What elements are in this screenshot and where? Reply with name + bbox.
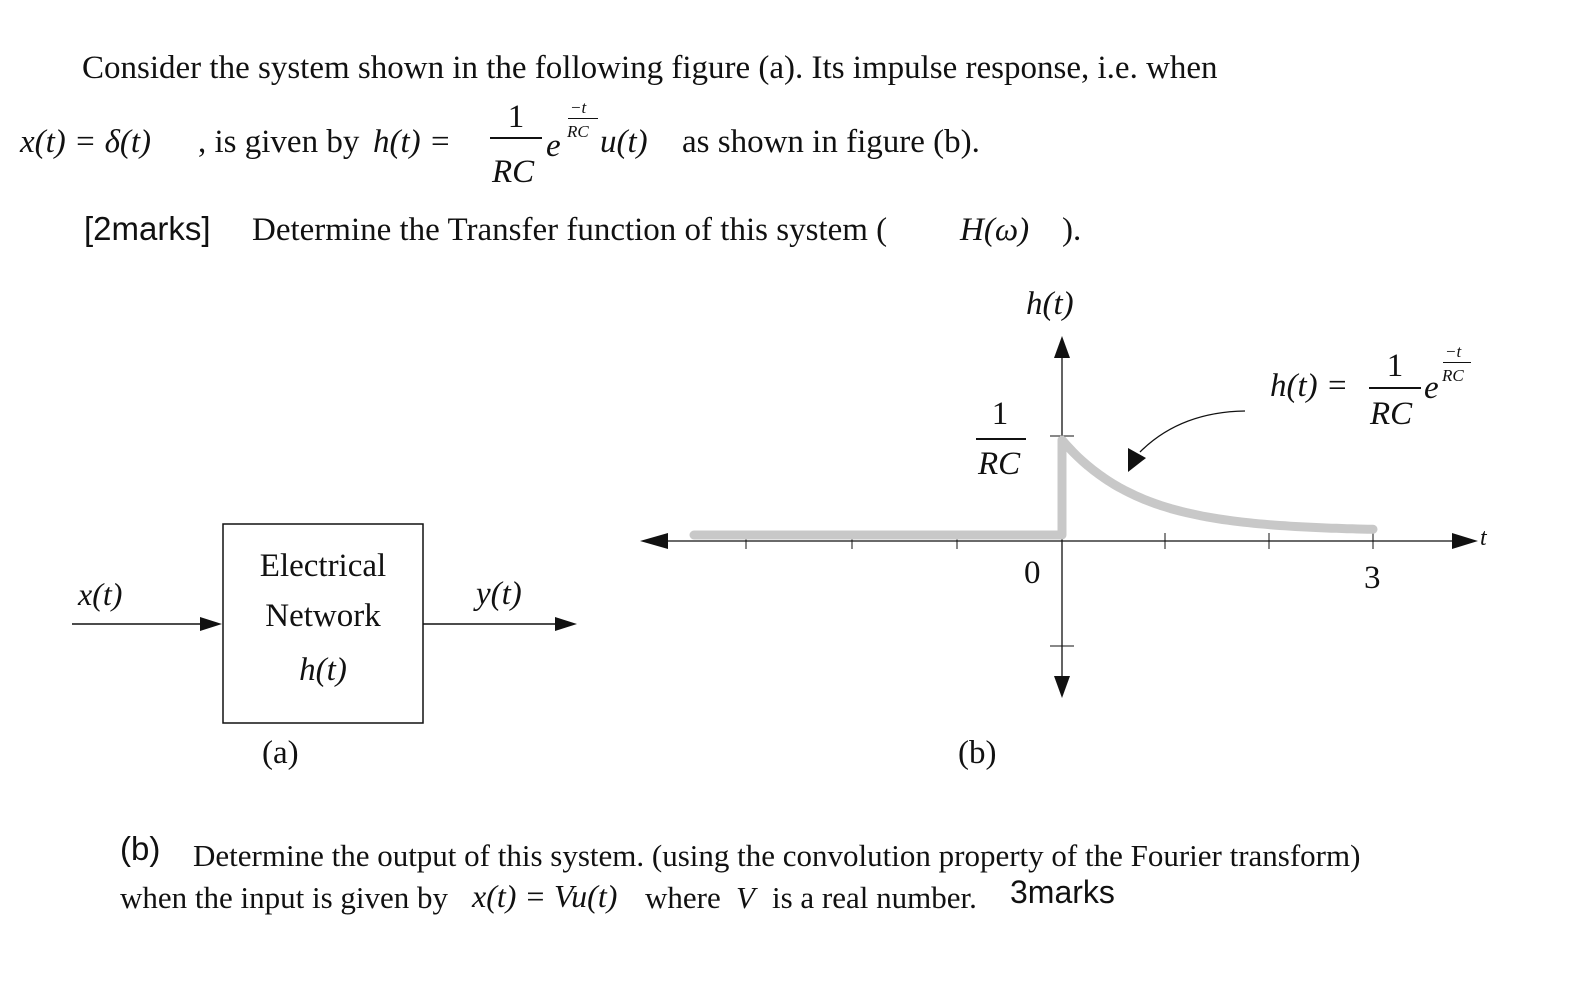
exp-denominator: RC bbox=[567, 122, 589, 141]
peak-fraction-bar bbox=[976, 438, 1026, 440]
y-axis-up-arrowhead bbox=[1054, 336, 1070, 358]
part-b-marks: 3marks bbox=[1010, 874, 1115, 910]
output-arrowhead bbox=[555, 617, 577, 631]
real-number-text: is a real number. bbox=[772, 880, 977, 915]
y-axis-label: h(t) bbox=[1026, 286, 1074, 322]
formula-exp-numerator: −t bbox=[1445, 342, 1462, 361]
figure-b-caption: (b) bbox=[958, 735, 997, 771]
formula-fraction-bar bbox=[1369, 387, 1421, 389]
input-delta-equation: x(t) = δ(t) bbox=[20, 124, 152, 160]
formula-denominator: RC bbox=[1370, 396, 1413, 432]
box-label-electrical: Electrical bbox=[259, 548, 387, 584]
formula-exp-denominator: RC bbox=[1442, 366, 1464, 385]
input-signal-label: x(t) bbox=[78, 576, 123, 612]
exp-base: e bbox=[546, 128, 561, 164]
part-a-end: ). bbox=[1062, 212, 1082, 248]
figure-a-caption: (a) bbox=[262, 735, 299, 771]
origin-label: 0 bbox=[1024, 555, 1041, 591]
formula-lhs: h(t) = bbox=[1270, 368, 1349, 404]
as-shown-text: as shown in figure (b). bbox=[682, 124, 980, 160]
where-text: where bbox=[645, 880, 721, 915]
variable-v: V bbox=[736, 880, 755, 915]
part-a-marks: [2marks] bbox=[84, 210, 211, 247]
h-lhs: h(t) = bbox=[373, 124, 452, 160]
y-axis-down-arrowhead bbox=[1054, 676, 1070, 698]
input-arrowhead bbox=[200, 617, 222, 631]
output-signal-label: y(t) bbox=[476, 576, 522, 612]
formula-exp-base: e bbox=[1424, 370, 1439, 406]
annotation-pointer-line bbox=[1139, 410, 1246, 453]
fraction-numerator: 1 bbox=[507, 99, 525, 135]
part-b-line-1: Determine the output of this system. (us… bbox=[193, 838, 1361, 873]
box-label-h: h(t) bbox=[299, 652, 347, 688]
part-b-line-2-start: when the input is given by bbox=[120, 880, 449, 915]
impulse-response-curve bbox=[689, 435, 1378, 540]
part-b-label: (b) bbox=[120, 830, 161, 867]
part-a-text: Determine the Transfer function of this … bbox=[252, 212, 888, 248]
x-axis-right-arrowhead bbox=[1452, 533, 1478, 549]
x-axis-left-arrowhead bbox=[640, 533, 668, 549]
fraction-denominator: RC bbox=[492, 154, 535, 190]
x-axis-label: t bbox=[1480, 525, 1487, 551]
unit-step: u(t) bbox=[600, 124, 648, 160]
fraction-bar bbox=[490, 137, 542, 139]
exp-bar bbox=[568, 118, 598, 119]
fraction-1-over-rc: 1 bbox=[490, 100, 542, 134]
box-label-network: Network bbox=[265, 598, 381, 634]
problem-line-1: Consider the system shown in the followi… bbox=[82, 50, 1218, 86]
peak-denominator: RC bbox=[978, 446, 1021, 482]
transfer-function-symbol: H(ω) bbox=[960, 212, 1030, 248]
annotation-pointer-head bbox=[1128, 448, 1146, 472]
input-step-equation: x(t) = Vu(t) bbox=[472, 878, 618, 914]
formula-exp-bar bbox=[1443, 362, 1471, 363]
formula-numerator: 1 bbox=[1386, 348, 1404, 384]
tick-label-3: 3 bbox=[1364, 560, 1381, 596]
peak-numerator: 1 bbox=[991, 396, 1009, 432]
given-by-text: , is given by bbox=[198, 124, 360, 160]
exp-numerator: −t bbox=[570, 98, 587, 117]
